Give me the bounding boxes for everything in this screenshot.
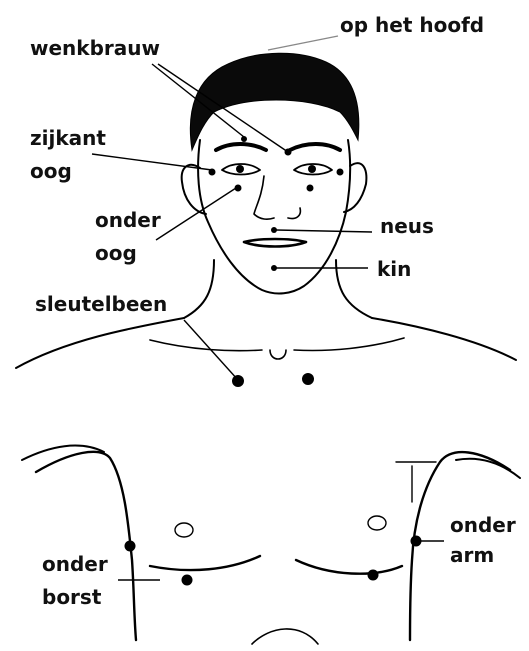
label-under-breast-line1: onder	[42, 552, 108, 576]
left-pupil	[236, 165, 244, 173]
point-under-breast-left	[182, 575, 193, 586]
nose-line	[254, 176, 300, 219]
leader-side-eye	[92, 154, 212, 170]
point-eyebrow	[285, 149, 292, 156]
label-under-breast-line2: borst	[42, 585, 101, 609]
leader-under-eye	[156, 188, 236, 240]
leader-top-of-head	[268, 36, 338, 50]
right-shoulder	[372, 318, 516, 360]
point-under-eye-left	[235, 185, 242, 192]
abdomen-arc	[252, 629, 318, 644]
label-side-eye-line1: zijkant	[30, 126, 106, 150]
label-under-eye-line2: oog	[95, 241, 137, 265]
label-top-of-head: op het hoofd	[340, 13, 484, 37]
point-eyebrow-inner	[241, 136, 247, 142]
point-chin	[271, 265, 277, 271]
tapping-points	[125, 136, 422, 586]
point-side-eye-left	[209, 169, 216, 176]
label-chin: kin	[377, 257, 411, 281]
label-under-eye-line1: onder	[95, 208, 161, 232]
right-pectoral	[296, 560, 402, 574]
left-eyebrow	[216, 144, 266, 150]
neck-right	[336, 260, 372, 318]
label-collarbone: sleutelbeen	[35, 292, 167, 316]
point-collarbone-right	[302, 373, 314, 385]
neck-left	[184, 260, 214, 318]
point-under-arm-right	[411, 536, 422, 547]
point-nose	[271, 227, 277, 233]
point-side-eye-right	[337, 169, 344, 176]
point-under-arm-left	[125, 541, 136, 552]
point-under-breast-right	[368, 570, 379, 581]
right-clavicle	[294, 338, 404, 351]
left-shoulder	[16, 318, 184, 368]
point-under-eye-right	[307, 185, 314, 192]
label-side-eye-line2: oog	[30, 159, 72, 183]
label-under-arm-line2: arm	[450, 543, 494, 567]
mouth	[244, 239, 306, 247]
right-pupil	[308, 165, 316, 173]
jugular-notch	[270, 350, 286, 359]
label-under-arm-line1: onder	[450, 513, 516, 537]
hair	[190, 53, 359, 150]
torso-drawing	[22, 446, 520, 644]
label-eyebrow: wenkbrauw	[30, 36, 160, 60]
left-pectoral	[150, 556, 260, 570]
right-shoulder-outline	[456, 459, 520, 478]
right-eyebrow	[290, 144, 340, 150]
leader-nose	[276, 230, 372, 232]
left-nipple	[175, 523, 193, 537]
head-drawing	[16, 53, 516, 368]
label-nose: neus	[380, 214, 434, 238]
point-collarbone-left	[232, 375, 244, 387]
left-armpit-outline	[36, 452, 136, 640]
right-nipple	[368, 516, 386, 530]
